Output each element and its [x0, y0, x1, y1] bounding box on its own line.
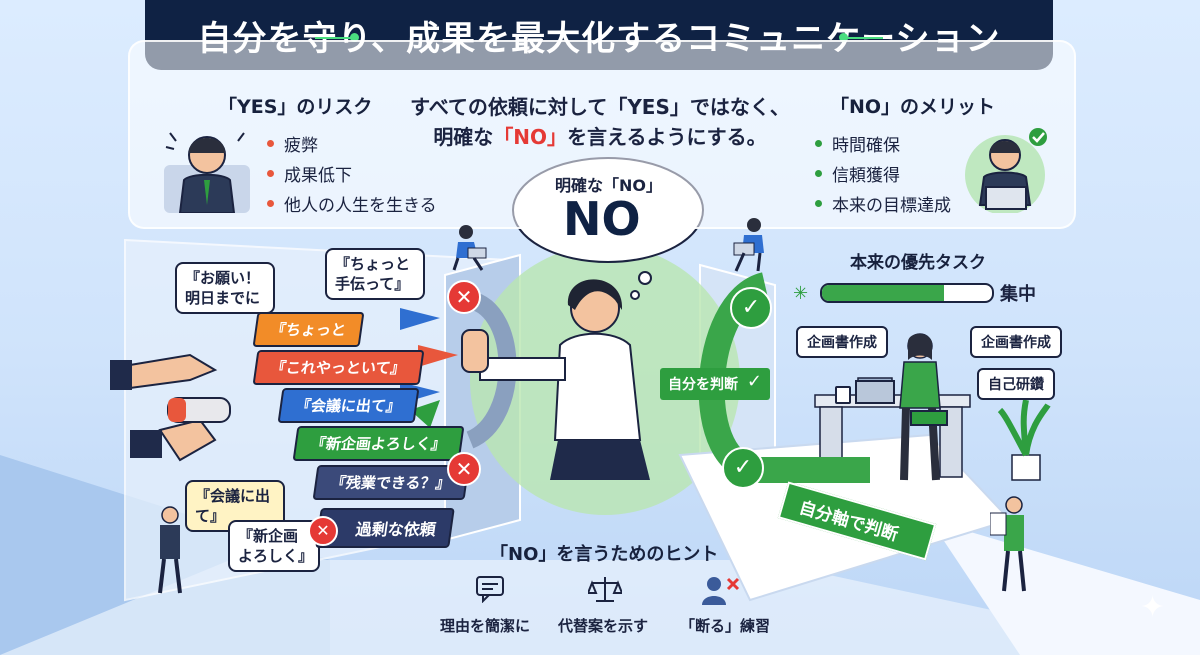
- working-woman-icon: [899, 333, 941, 481]
- task-card: 自己研鑽: [977, 368, 1055, 400]
- request-bubble-urgent: 『お願い！明日までに: [175, 262, 275, 314]
- bullet-icon: [267, 169, 274, 177]
- list-item: 本来の目標達成: [815, 188, 951, 218]
- self-judgement-arrow: 自分を判断 ✓: [660, 368, 770, 400]
- request-bubble-help: 『ちょっと手伝って』: [325, 248, 425, 300]
- list-item: 成果低下: [267, 158, 437, 188]
- stressed-person-icon: [160, 125, 255, 214]
- request-tag-chotto: 『ちょっと: [252, 312, 365, 347]
- request-tag-yattoite: 『これやっといて』: [252, 350, 425, 385]
- hint-label: 代替案を示す: [558, 617, 649, 635]
- reject-x-icon: ✕: [308, 516, 338, 546]
- list-item: 信頼獲得: [815, 158, 951, 188]
- person-x-icon: [700, 575, 740, 609]
- focus-label: 集中: [1000, 284, 1036, 305]
- check-icon: ✓: [746, 371, 762, 392]
- sparkle-icon: ✦: [1140, 590, 1166, 625]
- bullet-icon: [267, 199, 274, 207]
- focus-progress-bar: [820, 283, 994, 303]
- walking-person-icon: [990, 496, 1026, 592]
- list-item: 時間確保: [815, 128, 951, 158]
- request-tag-newplan: 『新企画よろしく』: [292, 426, 465, 461]
- task-card: 企画書作成: [970, 326, 1062, 358]
- hints-heading: 「NO」を言うためのヒント: [490, 544, 719, 565]
- bullet-icon: [815, 139, 822, 147]
- no-merit-heading: 「NO」のメリット: [830, 96, 996, 118]
- yes-risk-heading: 「YES」のリスク: [218, 96, 373, 118]
- request-bubble-newplan: 『新企画よろしく』: [228, 520, 320, 572]
- list-item: 疲弊: [267, 128, 437, 158]
- sitting-person-icon: [733, 218, 764, 272]
- hint-label: 理由を簡潔に: [440, 617, 531, 635]
- center-message: すべての依頼に対して「YES」ではなく、 明確な「NO」を言えるようにする。: [410, 95, 790, 149]
- bullet-icon: [815, 169, 822, 177]
- thought-caption: 明確な「NO」: [555, 176, 662, 195]
- check-icon: ✓: [722, 447, 764, 489]
- yes-risk-list: 疲弊 成果低下 他人の人生を生きる: [267, 128, 437, 218]
- request-tag-overtime: 『残業できる？』: [312, 465, 470, 500]
- list-item: 他人の人生を生きる: [267, 188, 437, 218]
- sparkle-icon: ✳: [793, 283, 809, 304]
- bullet-icon: [815, 199, 822, 207]
- chat-icon: [475, 575, 505, 607]
- bullet-icon: [267, 139, 274, 147]
- book-icon: [910, 410, 948, 426]
- scale-icon: [586, 575, 624, 607]
- check-icon: ✓: [730, 287, 772, 329]
- no-merit-list: 時間確保 信頼獲得 本来の目標達成: [815, 128, 951, 218]
- mug-icon: [835, 386, 851, 404]
- reject-x-icon: ✕: [447, 280, 481, 314]
- info-panel: [128, 40, 1076, 229]
- hint-label: 「断る」練習: [680, 617, 771, 635]
- task-card: 企画書作成: [796, 326, 888, 358]
- thought-no: NO: [563, 192, 641, 246]
- request-tag-meeting: 『会議に出て』: [277, 388, 420, 423]
- laptop-icon: [855, 380, 895, 404]
- focus-progress-fill: [822, 285, 945, 301]
- reject-x-icon: ✕: [447, 452, 481, 486]
- priority-heading: 本来の優先タスク: [850, 253, 986, 273]
- walking-person-icon: [158, 506, 182, 594]
- sitting-person-icon: [452, 225, 487, 271]
- confident-worker-icon: [958, 125, 1053, 215]
